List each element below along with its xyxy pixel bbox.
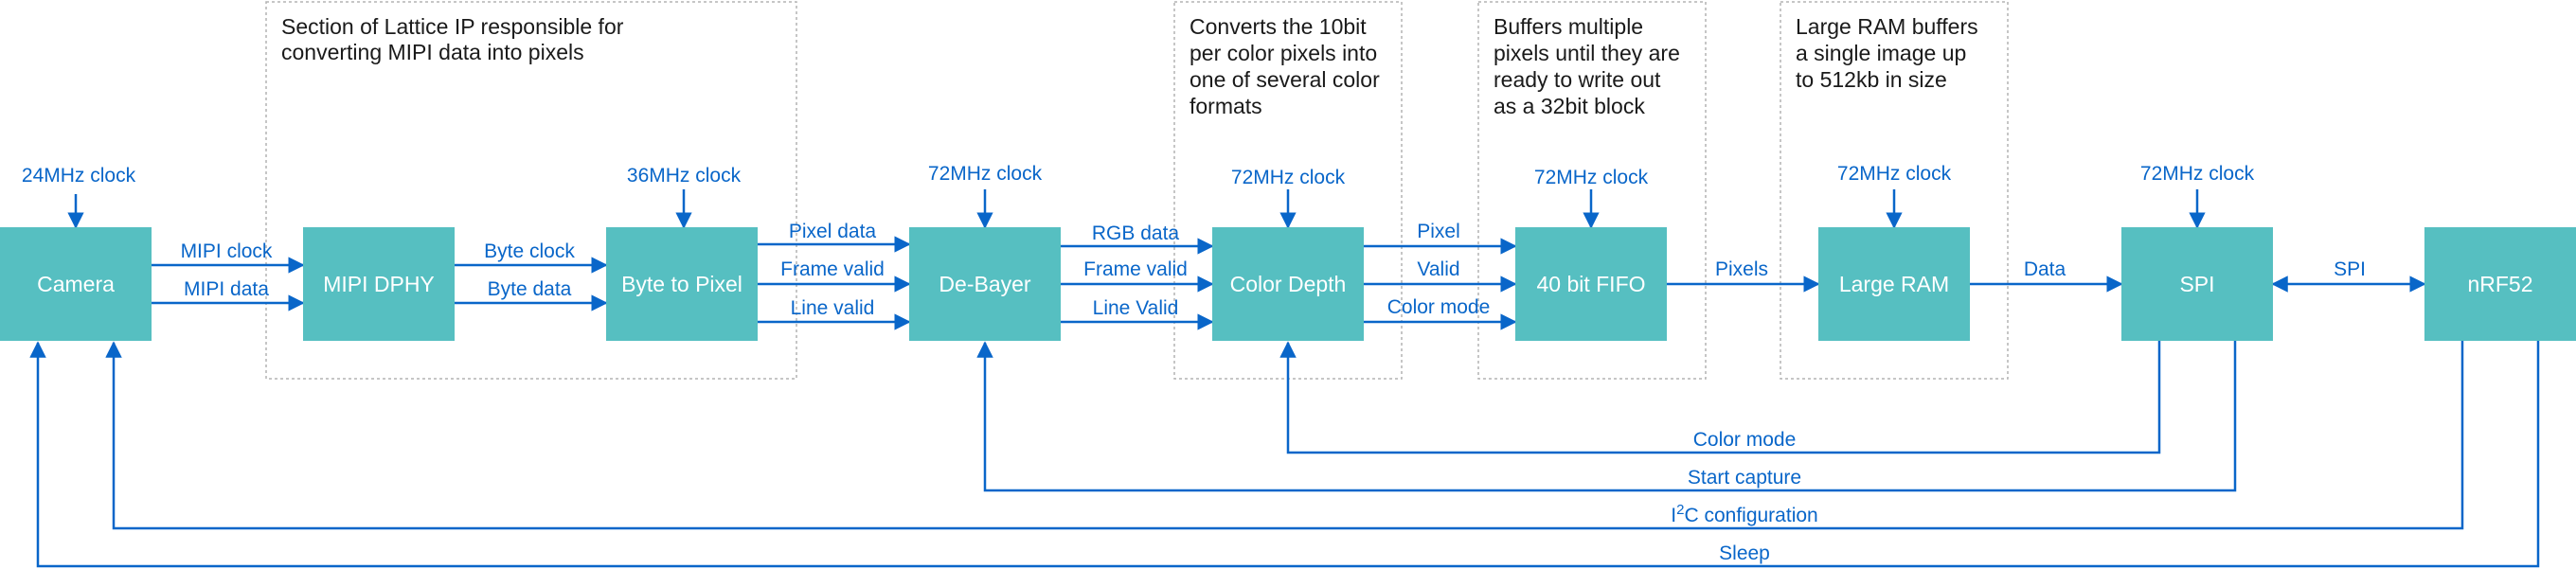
- wire-start-capture: [976, 341, 2237, 492]
- clock-label-large-ram: 72MHz clock: [1837, 163, 1952, 185]
- note-fifo-line-2: pixels until they are: [1494, 41, 1680, 65]
- label-start-capture: Start capture: [1688, 467, 1801, 489]
- wire-i2c-configuration: [105, 341, 2464, 530]
- forward-signals: MIPI clock MIPI data Byte clock Byte dat…: [152, 221, 2426, 330]
- block-mipi-dphy-label: MIPI DPHY: [323, 272, 435, 296]
- note-ram-line-3: to 512kb in size: [1796, 67, 1947, 92]
- note-fifo-line-1: Buffers multiple: [1494, 14, 1643, 39]
- clock-label-byte-to-pixel: 36MHz clock: [627, 165, 742, 187]
- note-color-depth-line-3: one of several color: [1190, 67, 1380, 92]
- note-lattice-line-1: Section of Lattice IP responsible for: [281, 14, 624, 39]
- label-spi-bus: SPI: [2334, 258, 2366, 280]
- block-mipi-dphy: MIPI DPHY: [303, 227, 455, 341]
- note-fifo-line-4: as a 32bit block: [1494, 94, 1645, 118]
- note-color-depth-line-1: Converts the 10bit: [1190, 14, 1367, 39]
- feedback-signals: Color mode Start capture I2C configurati…: [29, 341, 2540, 568]
- note-fifo: Buffers multiple pixels until they are r…: [1477, 1, 1707, 380]
- label-color-mode-feedback: Color mode: [1693, 429, 1797, 451]
- clock-inputs: 24MHz clock 36MHz clock 72MHz clock 72MH…: [22, 163, 2255, 229]
- block-large-ram: Large RAM: [1818, 227, 1970, 341]
- wire-sleep: [29, 341, 2540, 568]
- block-spi-label: SPI: [2179, 272, 2214, 296]
- label-mipi-clock: MIPI clock: [181, 240, 273, 262]
- label-sleep: Sleep: [1719, 543, 1770, 564]
- label-color-mode-fwd: Color mode: [1387, 296, 1491, 318]
- wire-color-mode-feedback: [1279, 341, 2161, 454]
- block-color-depth: Color Depth: [1212, 227, 1364, 341]
- label-valid: Valid: [1417, 258, 1459, 280]
- note-large-ram: Large RAM buffers a single image up to 5…: [1780, 1, 2009, 380]
- note-ram-line-2: a single image up: [1796, 41, 1966, 65]
- clock-label-camera: 24MHz clock: [22, 165, 136, 187]
- block-large-ram-label: Large RAM: [1839, 272, 1949, 296]
- block-camera-label: Camera: [37, 272, 115, 296]
- note-lattice-line-2: converting MIPI data into pixels: [281, 40, 584, 64]
- label-line-valid-2: Line Valid: [1093, 297, 1179, 319]
- block-debayer: De-Bayer: [909, 227, 1061, 341]
- label-mipi-data: MIPI data: [184, 278, 269, 300]
- clock-label-spi: 72MHz clock: [2140, 163, 2255, 185]
- label-pixel: Pixel: [1417, 221, 1460, 242]
- label-byte-data: Byte data: [488, 278, 572, 300]
- block-spi: SPI: [2121, 227, 2273, 341]
- block-color-depth-label: Color Depth: [1230, 272, 1347, 296]
- block-camera: Camera: [0, 227, 152, 341]
- label-line-valid-1: Line valid: [791, 297, 875, 319]
- label-rgb-data: RGB data: [1092, 222, 1180, 244]
- block-byte-to-pixel: Byte to Pixel: [606, 227, 758, 341]
- clock-label-fifo: 72MHz clock: [1534, 167, 1649, 188]
- note-lattice-ip: Section of Lattice IP responsible for co…: [265, 1, 797, 380]
- block-nrf52: nRF52: [2424, 227, 2576, 341]
- label-frame-valid-1: Frame valid: [780, 258, 885, 280]
- clock-label-debayer: 72MHz clock: [928, 163, 1043, 185]
- label-byte-clock: Byte clock: [484, 240, 575, 262]
- block-fifo: 40 bit FIFO: [1515, 227, 1667, 341]
- note-color-depth-line-4: formats: [1190, 94, 1262, 118]
- label-i2c-configuration: I2C configuration: [1671, 502, 1817, 526]
- label-pixels: Pixels: [1715, 258, 1768, 280]
- block-nrf52-label: nRF52: [2467, 272, 2532, 296]
- note-color-depth: Converts the 10bit per color pixels into…: [1173, 1, 1403, 380]
- block-debayer-label: De-Bayer: [939, 272, 1030, 296]
- note-color-depth-line-2: per color pixels into: [1190, 41, 1377, 65]
- label-pixel-data: Pixel data: [789, 221, 877, 242]
- label-frame-valid-2: Frame valid: [1083, 258, 1188, 280]
- note-ram-line-1: Large RAM buffers: [1796, 14, 1978, 39]
- clock-label-color-depth: 72MHz clock: [1231, 167, 1346, 188]
- note-fifo-line-3: ready to write out: [1494, 67, 1661, 92]
- block-fifo-label: 40 bit FIFO: [1536, 272, 1645, 296]
- block-byte-to-pixel-label: Byte to Pixel: [621, 272, 742, 296]
- label-data: Data: [2024, 258, 2066, 280]
